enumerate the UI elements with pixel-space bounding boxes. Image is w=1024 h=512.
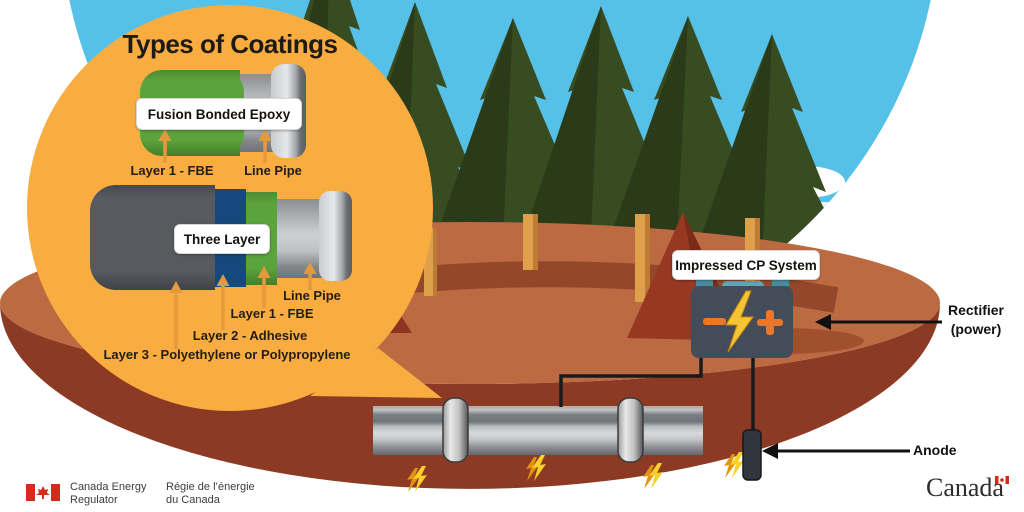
label-arrowheads <box>158 129 317 293</box>
anode-rod <box>742 429 762 481</box>
tl-layer3-label: Layer 3 - Polyethylene or Polypropylene <box>103 347 351 362</box>
ground-cross-section <box>0 303 940 489</box>
label-arrows <box>163 139 312 349</box>
pipeline-collar <box>442 397 469 463</box>
cer-logo-text-fr: Régie de l’énergie du Canada <box>166 481 255 507</box>
cer-logo-text-en: Canada Energy Regulator <box>70 481 146 507</box>
wordmark-flag-icon <box>995 476 1009 484</box>
tl-collar <box>319 191 352 281</box>
cer-logo-fr-line1: Régie de l’énergie <box>166 481 255 493</box>
cp-system-box-label: Impressed CP System <box>672 250 820 280</box>
fbe-box-label: Fusion Bonded Epoxy <box>136 98 302 130</box>
rectifier-label-line1: Rectifier <box>947 302 1005 318</box>
lightning-bolt-icon <box>725 290 754 353</box>
cer-logo-fr-line2: du Canada <box>166 494 220 506</box>
tl-layer2-label: Layer 2 - Adhesive <box>192 328 308 343</box>
anode-label: Anode <box>913 442 957 458</box>
plus-icon <box>757 310 783 335</box>
minus-icon <box>703 318 726 325</box>
tl-layer1-label: Layer 1 - FBE <box>230 306 314 321</box>
tl-line-pipe <box>275 199 327 278</box>
anode-arrow <box>762 443 910 459</box>
canada-wordmark: Canada <box>926 473 1004 502</box>
rectifier-battery <box>691 276 793 358</box>
cer-logo-en-line2: Regulator <box>70 494 118 506</box>
rectifier-label-line2: (power) <box>950 321 1002 337</box>
rectifier-label: Rectifier (power) <box>940 301 1012 339</box>
pipeline-collar <box>617 397 644 463</box>
three-layer-box-label: Three Layer <box>174 224 270 254</box>
fbe-line-pipe-label: Line Pipe <box>244 163 302 178</box>
cer-logo-en-line1: Canada Energy <box>70 481 147 493</box>
wire-to-pipe <box>559 355 703 407</box>
bubble-title: Types of Coatings <box>122 29 338 59</box>
fbe-layer1-label: Layer 1 - FBE <box>130 163 214 178</box>
pipeline <box>373 397 703 463</box>
tl-line-pipe-label: Line Pipe <box>283 288 341 303</box>
canada-flag <box>26 484 60 501</box>
rectifier-arrow <box>815 314 942 330</box>
